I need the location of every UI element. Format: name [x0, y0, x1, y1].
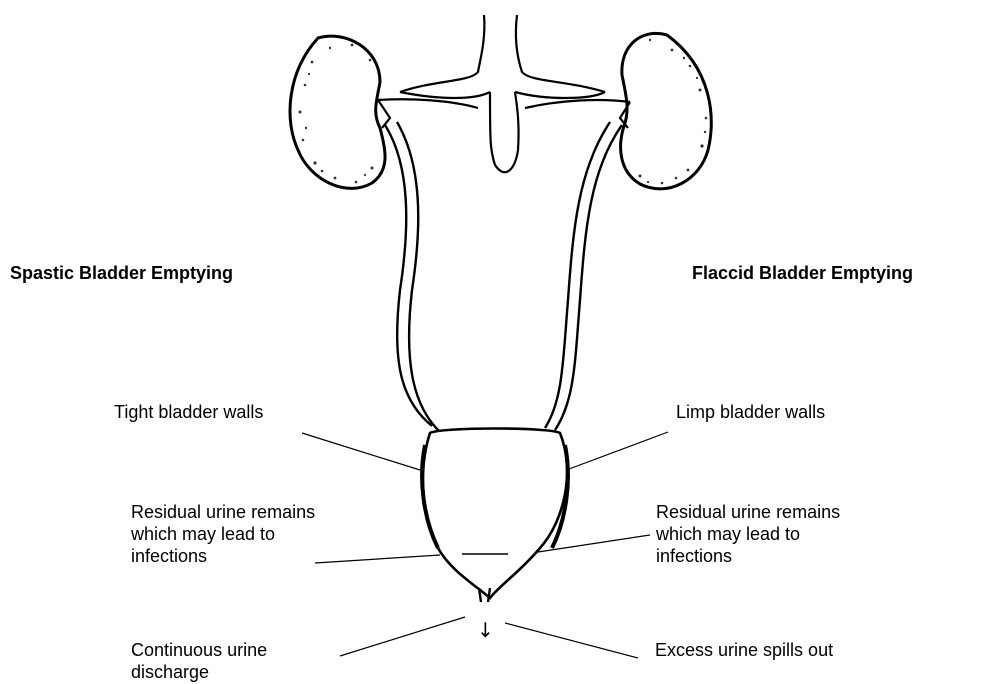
excess-urine-label: Excess urine spills out [655, 639, 833, 661]
flow-down-arrow: ↓ [477, 619, 494, 641]
right-kidney [621, 33, 712, 188]
residual-urine-left-label: Residual urine remains which may lead to… [131, 501, 315, 567]
residual-urine-right-label: Residual urine remains which may lead to… [656, 501, 840, 567]
tight-bladder-walls-label: Tight bladder walls [114, 401, 263, 423]
flaccid-heading: Flaccid Bladder Emptying [692, 262, 913, 284]
left-kidney [290, 36, 385, 188]
continuous-discharge-label: Continuous urine discharge [131, 639, 267, 683]
limp-bladder-walls-label: Limp bladder walls [676, 401, 825, 423]
spastic-heading: Spastic Bladder Emptying [10, 262, 233, 284]
ureters [385, 122, 622, 432]
renal-vessels [378, 100, 630, 128]
bladder [422, 429, 568, 599]
major-vessels [378, 15, 630, 172]
